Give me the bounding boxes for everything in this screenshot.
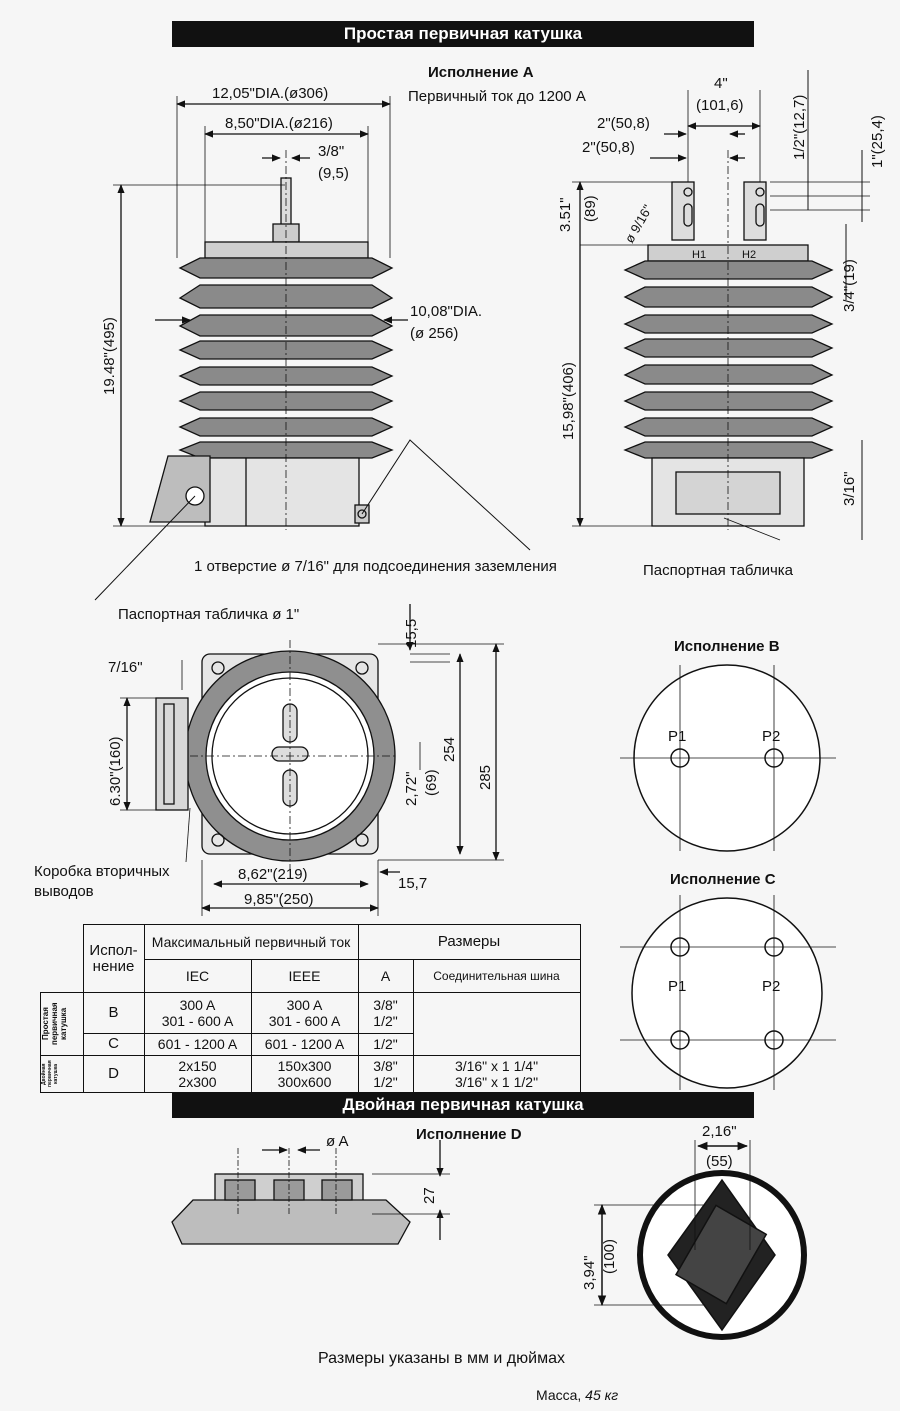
row-c-iec: 601 - 1200 A xyxy=(143,1032,252,1057)
dim-495: 19.48"(495) xyxy=(101,317,118,395)
terminal-p2-b: P2 xyxy=(762,728,780,745)
dim-89: (89) xyxy=(582,195,599,222)
dim-hole: ø 9/16" xyxy=(622,202,656,246)
variant-d-title: Исполнение D xyxy=(416,1126,522,1143)
dim-254: 254 xyxy=(441,737,458,762)
dim-160: 6.30"(160) xyxy=(107,736,124,806)
dim-100: (100) xyxy=(601,1239,618,1274)
terminal-p2-c: P2 xyxy=(762,978,780,995)
col-current: Максимальный первичный ток xyxy=(143,924,359,960)
variant-c-title: Исполнение С xyxy=(670,871,776,888)
section-title-double: Двойная первичная катушка xyxy=(172,1092,754,1118)
dimension-labels: 12,05"DIA.(ø306) 8,50"DIA.(ø216) 3/8" (9… xyxy=(101,75,886,1290)
col-ieee: IEEE xyxy=(250,959,359,993)
row-b-variant: B xyxy=(82,992,145,1034)
row-b-ieee: 300 A 301 - 600 A xyxy=(250,992,359,1034)
row-d-a: 3/8" 1/2" xyxy=(357,1055,414,1093)
variant-b-diagram xyxy=(620,664,836,852)
label-h1: H1 xyxy=(692,249,706,261)
dim-95: (9,5) xyxy=(318,165,349,182)
secondary-box-label-1: Коробка вторичных xyxy=(34,863,170,880)
dim-256b: (ø 256) xyxy=(410,325,458,342)
section-title-single: Простая первичная катушка xyxy=(172,21,754,47)
dim-38: 3/8" xyxy=(318,143,344,160)
dim-351: 3.51" xyxy=(557,197,574,232)
dim-716: 7/16" xyxy=(108,659,143,676)
dim-508a: 2"(50,8) xyxy=(597,115,650,132)
label-h2: H2 xyxy=(742,249,756,261)
mass-label: Масса, 45 кг xyxy=(536,1387,618,1403)
terminal-p1-b: P1 xyxy=(668,728,686,745)
dim-285: 285 xyxy=(477,765,494,790)
dim-394: 3,94" xyxy=(581,1255,598,1290)
nameplate-label: Паспортная табличка xyxy=(643,562,794,579)
dim-306: 12,05"DIA.(ø306) xyxy=(212,85,328,102)
col-variant: Испол- нение xyxy=(82,924,145,993)
units-note: Размеры указаны в мм и дюймах xyxy=(318,1350,565,1367)
top-view xyxy=(120,604,504,916)
dim-157: 15,7 xyxy=(398,875,427,892)
mass-value: 45 кг xyxy=(585,1387,619,1403)
group-double: Двойная первичная катушка xyxy=(41,1060,59,1088)
dim-508b: 2"(50,8) xyxy=(582,139,635,156)
row-b-iec: 300 A 301 - 600 A xyxy=(143,992,252,1034)
row-d-variant: D xyxy=(82,1055,145,1093)
nameplate-dia-label: Паспортная табличка ø 1" xyxy=(118,606,300,623)
dim-phiA: ø A xyxy=(326,1133,349,1150)
dim-1016: (101,6) xyxy=(696,97,744,114)
dim-406: 15,98"(406) xyxy=(560,362,577,440)
primary-current-label: Первичный ток до 1200 А xyxy=(408,88,586,105)
spec-table: Испол- нение Максимальный первичный ток … xyxy=(40,924,581,1093)
dim-250: 9,85"(250) xyxy=(244,891,314,908)
dim-127: 1/2"(12,7) xyxy=(791,95,808,160)
dim-4in: 4" xyxy=(714,75,728,92)
terminal-p1-c: P1 xyxy=(668,978,686,995)
row-d-iec: 2x150 2x300 xyxy=(143,1055,252,1093)
dim-272: 2,72" xyxy=(403,771,420,806)
secondary-box-label-2: выводов xyxy=(34,883,94,900)
variant-a-title: Исполнение А xyxy=(428,64,534,81)
dim-254in: 1"(25,4) xyxy=(869,115,886,168)
dim-69: (69) xyxy=(423,769,440,796)
mass-label-text: Масса, xyxy=(536,1387,582,1403)
dim-219: 8,62"(219) xyxy=(238,866,308,883)
row-d-ieee: 150x300 300x600 xyxy=(250,1055,359,1093)
col-a: A xyxy=(357,959,414,993)
dim-316: 3/16" xyxy=(841,471,858,506)
dim-216in: 2,16" xyxy=(702,1123,737,1140)
dim-19: 3/4"(19) xyxy=(841,259,858,312)
variant-b-title: Исполнение В xyxy=(674,638,780,655)
col-iec: IEC xyxy=(143,959,252,993)
side-view xyxy=(572,70,870,541)
variant-d-side-view xyxy=(171,1140,450,1245)
dim-55: (55) xyxy=(706,1153,733,1170)
variant-c-diagram xyxy=(620,895,836,1090)
dim-27: 27 xyxy=(421,1187,438,1204)
row-c-variant: C xyxy=(82,1032,145,1057)
col-sizes: Размеры xyxy=(357,924,581,960)
front-view xyxy=(94,96,531,601)
row-d-bus: 3/16" x 1 1/4" 3/16" x 1 1/2" xyxy=(412,1055,581,1093)
group-single: Простая первичная катушка xyxy=(41,1002,68,1046)
row-b-bus xyxy=(412,992,581,1056)
dim-256a: 10,08"DIA. xyxy=(410,303,482,320)
col-bus: Соединительная шина xyxy=(412,959,581,993)
row-b-a: 3/8" 1/2" xyxy=(357,992,414,1034)
row-c-a: 1/2" xyxy=(357,1032,414,1057)
ground-note: 1 отверстие ø 7/16" для подсоединения за… xyxy=(194,558,557,575)
row-c-ieee: 601 - 1200 A xyxy=(250,1032,359,1057)
variant-d-top-view xyxy=(594,1140,807,1340)
dim-216: 8,50"DIA.(ø216) xyxy=(225,115,333,132)
dim-155: 15,5 xyxy=(403,619,420,648)
